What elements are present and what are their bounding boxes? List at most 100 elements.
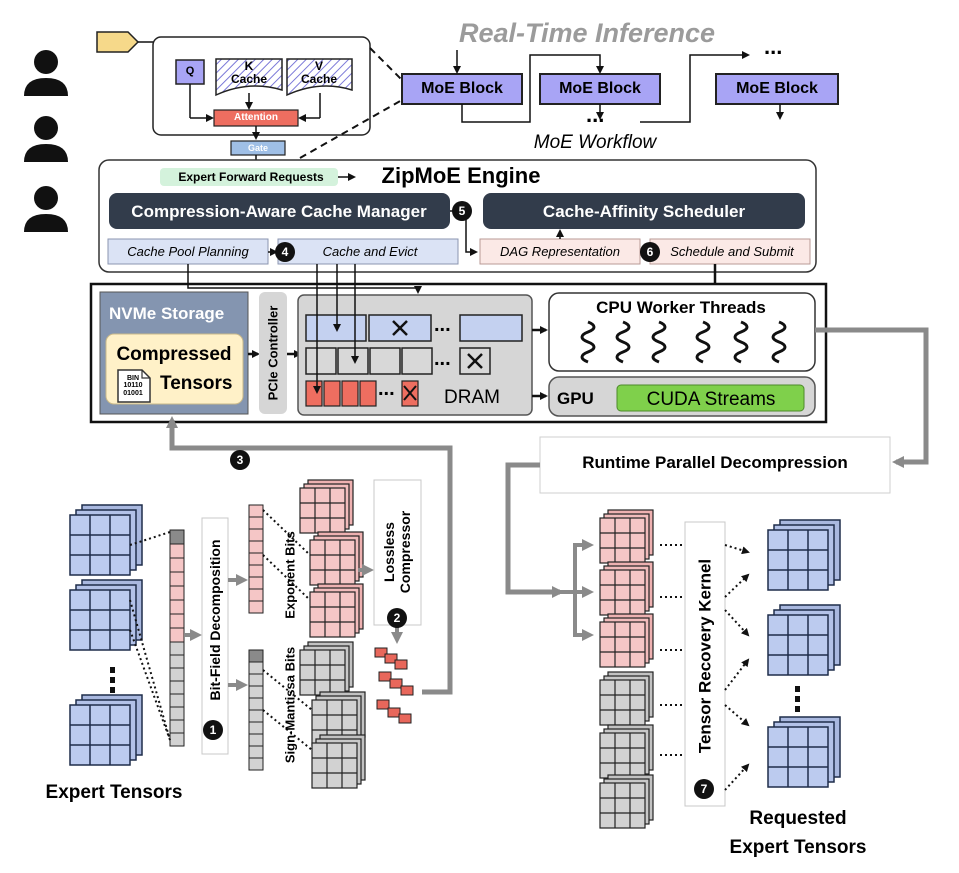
cpu-label: CPU Worker Threads <box>596 298 766 317</box>
compressed-label: Compressed <box>116 344 232 365</box>
file-binary-text: BIN 10110 01001 <box>123 375 143 397</box>
requested-tensor <box>767 519 841 591</box>
k-cache-box <box>215 58 283 97</box>
workflow-caption: MoE Workflow <box>533 132 657 153</box>
moe-block-3-label: MoE Block <box>736 80 818 97</box>
dram-label: DRAM <box>444 387 500 408</box>
expert-tensor <box>69 579 143 651</box>
step-marker-3 <box>230 450 250 470</box>
requests-label: Expert Forward Requests <box>178 170 324 184</box>
cuda-box <box>616 384 805 412</box>
diagram-title: Real-Time Inference <box>458 18 716 48</box>
decompression-label: Runtime Parallel Decompression <box>582 453 848 472</box>
user-icon <box>24 116 68 162</box>
step-marker-3-number: 3 <box>236 453 244 467</box>
user-icon <box>24 50 68 96</box>
exponent-bit-column <box>248 504 264 614</box>
dram-slot <box>459 314 523 342</box>
workflow-ellipsis-mid: ... <box>586 102 605 127</box>
gate-label: Gate <box>247 143 269 153</box>
exponent-tensor <box>309 583 364 638</box>
gate-box <box>230 140 286 156</box>
q-label: Q <box>185 65 195 77</box>
exponent-tensor <box>599 509 654 564</box>
step-marker-7 <box>694 779 714 799</box>
requested-label-2: Expert Tensors <box>729 837 867 858</box>
requested-tensor <box>767 716 841 788</box>
mantissa-tensor <box>299 641 354 696</box>
step-marker-1 <box>203 720 223 740</box>
evict-x-icon <box>467 353 483 369</box>
exponent-tensor <box>309 531 364 586</box>
cache-pool-planning-box <box>107 238 269 265</box>
step-marker-5 <box>452 201 472 221</box>
dram-dots-1: ... <box>434 314 451 336</box>
cache-pool-planning-label: Cache Pool Planning <box>127 244 249 259</box>
expert-tensor <box>69 694 143 766</box>
gpu-label: GPU <box>557 389 594 408</box>
moe-block-1 <box>401 73 523 105</box>
mantissa-tensor <box>599 724 654 779</box>
dag-box <box>479 238 641 265</box>
step-marker-5-number: 5 <box>458 204 466 218</box>
workflow-ellipsis-top: ... <box>764 34 783 59</box>
lossless-label: Lossless Compressor <box>380 510 413 594</box>
cache-evict-label: Cache and Evict <box>322 244 418 259</box>
exponent-bits-label: Exponent Bits <box>282 531 298 619</box>
evict-x-icon <box>392 320 408 336</box>
requested-label-1: Requested <box>749 808 847 829</box>
exponent-tensor <box>599 561 654 616</box>
step-marker-4 <box>275 242 295 262</box>
step-marker-6 <box>640 242 660 262</box>
decompression-box <box>539 436 891 494</box>
recovery-label: Tensor Recovery Kernel <box>695 558 715 754</box>
bit-field-label: Bit-Field Decomposition <box>207 539 223 701</box>
scheduler-box <box>483 193 805 229</box>
v-cache-box <box>286 58 353 97</box>
file-binary-icon <box>117 369 151 403</box>
step-marker-7-number: 7 <box>700 782 708 796</box>
moe-block-1-label: MoE Block <box>421 80 503 97</box>
requests-bar <box>160 168 338 186</box>
user-icon <box>24 186 68 232</box>
mantissa-tensor <box>599 671 654 726</box>
moe-block-3 <box>715 73 839 105</box>
engine-title: ZipMoE Engine <box>381 163 541 188</box>
attention-label: Attention <box>234 112 278 123</box>
dram-dots-3: ... <box>378 378 395 400</box>
pcie-label: PCIe Controller <box>265 305 281 401</box>
dram-slot <box>305 314 367 342</box>
step-marker-2-number: 2 <box>393 611 401 625</box>
evict-x-icon <box>403 385 417 401</box>
step-marker-6-number: 6 <box>646 245 654 259</box>
scheduler-label: Cache-Affinity Scheduler <box>542 202 746 221</box>
bit-field-box <box>201 517 229 755</box>
step-marker-2 <box>387 608 407 628</box>
mantissa-bits-label: Sign-Mantissa Bits <box>282 646 298 764</box>
expert-tensor <box>69 504 143 576</box>
mantissa-tensor <box>599 774 654 829</box>
lossless-compressor-box <box>373 479 422 626</box>
pcie-box <box>259 292 287 414</box>
cache-manager-box <box>109 193 450 229</box>
schedule-submit-label: Schedule and Submit <box>670 244 794 259</box>
mantissa-bit-column <box>248 661 264 771</box>
tensors-label: Tensors <box>160 373 233 394</box>
dag-label: DAG Representation <box>500 244 620 259</box>
mantissa-tensor <box>311 734 366 789</box>
step-marker-4-number: 4 <box>281 245 289 259</box>
flattened-vector <box>169 543 185 747</box>
input-token <box>96 31 140 53</box>
moe-block-2-label: MoE Block <box>559 80 641 97</box>
dram-dots-2: ... <box>434 348 451 370</box>
k-cache-label: K Cache <box>230 59 268 86</box>
v-cache-label: V Cache <box>300 59 338 86</box>
cache-evict-box <box>277 238 459 265</box>
dram-slot <box>368 314 432 342</box>
cuda-label: CUDA Streams <box>646 389 776 410</box>
compressed-blocks <box>374 647 414 724</box>
exponent-tensor <box>299 479 354 534</box>
expert-tensors-label: Expert Tensors <box>45 782 183 803</box>
